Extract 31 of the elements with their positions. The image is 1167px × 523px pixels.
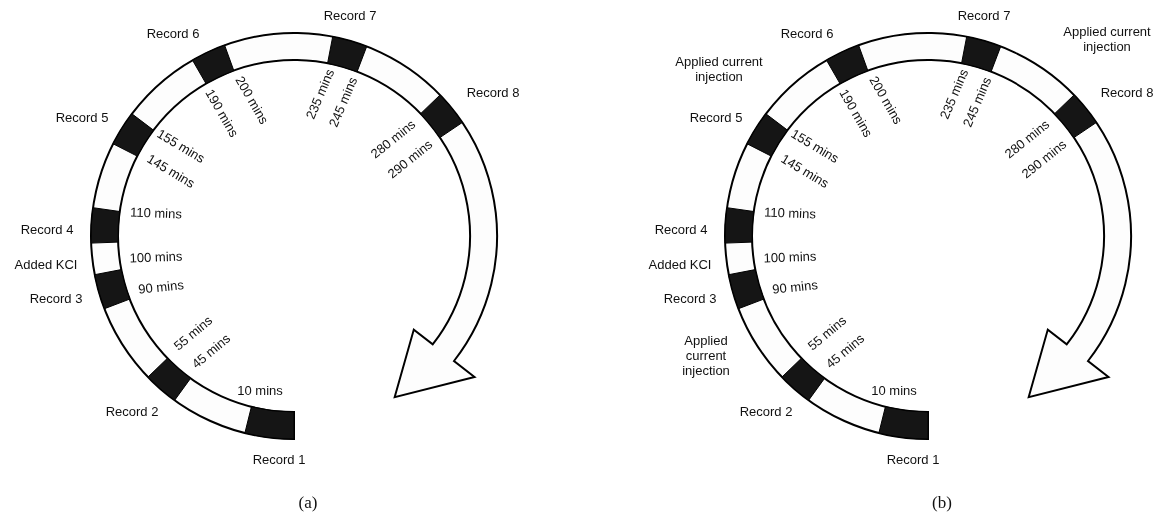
event-label: Added KCI: [648, 256, 712, 272]
panel-label: (b): [932, 494, 952, 510]
event-label: Applied current injection: [674, 54, 764, 84]
record-label: Record 2: [105, 403, 159, 419]
time-label: 110 mins: [129, 204, 183, 222]
record-label: Record 5: [55, 109, 109, 125]
record-label: Record 4: [20, 221, 74, 237]
event-label: Applied current injection: [681, 332, 731, 378]
record-label: Record 6: [146, 25, 200, 41]
record-label: Record 6: [780, 25, 834, 41]
event-label: Applied current injection: [1062, 24, 1152, 54]
record-label: Record 2: [739, 403, 793, 419]
time-label: 100 mins: [129, 248, 183, 266]
panel-label: (a): [298, 494, 318, 510]
time-label: 110 mins: [763, 204, 817, 222]
time-label: 90 mins: [771, 277, 819, 297]
record-label: Record 8: [466, 84, 520, 100]
record-label: Record 8: [1100, 84, 1154, 100]
record-label: Record 4: [654, 221, 708, 237]
time-label: 10 mins: [237, 382, 283, 398]
record-label: Record 5: [689, 109, 743, 125]
event-label: Added KCI: [14, 256, 78, 272]
record-label: Record 3: [663, 290, 717, 306]
record-label: Record 7: [323, 7, 377, 23]
record-label: Record 3: [29, 290, 83, 306]
time-label: 100 mins: [763, 248, 817, 266]
record-label: Record 1: [252, 451, 306, 467]
time-label: 90 mins: [137, 277, 185, 297]
time-label: 10 mins: [871, 382, 917, 398]
record-label: Record 7: [957, 7, 1011, 23]
record-label: Record 1: [886, 451, 940, 467]
